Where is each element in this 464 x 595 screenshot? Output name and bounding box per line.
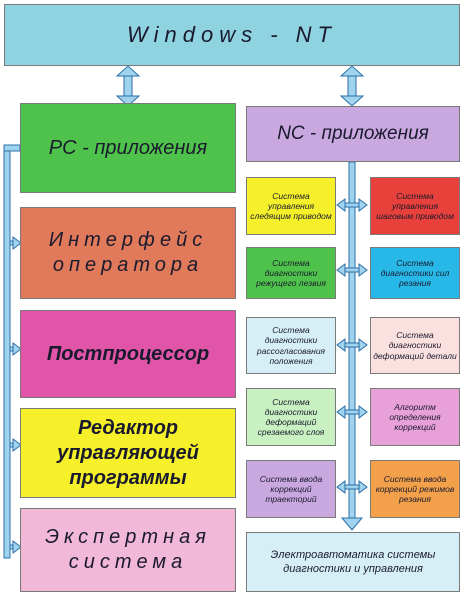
pc-apps-label: PC - приложения xyxy=(48,136,208,159)
program-editor-label: Редактор управляющей программы xyxy=(57,416,199,489)
program-editor-box: Редактор управляющей программы xyxy=(20,408,236,498)
operator-interface-label: Интерфейс оператора xyxy=(48,229,208,276)
nc-right-box-1: Система управления шаговым приводом xyxy=(370,177,460,235)
arrow-windows-nc xyxy=(339,65,365,107)
nc-left-label-3: Система диагностики рассогласования поло… xyxy=(256,325,326,366)
nc-right-box-2: Система диагностики сил резания xyxy=(370,247,460,299)
nc-left-label-4: Система диагностики деформаций срезаемог… xyxy=(257,396,325,438)
nc-right-box-3: Система диагностики деформаций детали xyxy=(370,317,460,374)
nc-right-label-2: Система диагностики сил резания xyxy=(380,257,450,289)
nc-right-label-3: Система диагностики деформаций детали xyxy=(373,330,457,361)
windows-nt-box: Windows - NT xyxy=(4,4,460,66)
left-bus-arrows xyxy=(9,236,22,554)
expert-system-box: Экспертная система xyxy=(20,508,236,592)
nc-bus xyxy=(340,161,364,531)
nc-left-label-5: Система ввода коррекций траекторий xyxy=(259,473,323,505)
nc-left-box-2: Система диагностики режущего лезвия xyxy=(246,247,336,299)
nc-left-box-4: Система диагностики деформаций срезаемог… xyxy=(246,388,336,446)
nc-bus-arrows xyxy=(336,198,368,494)
postprocessor-label: Постпроцессор xyxy=(46,342,210,365)
nc-left-label-2: Система диагностики режущего лезвия xyxy=(256,257,326,289)
nc-left-box-5: Система ввода коррекций траекторий xyxy=(246,460,336,518)
pc-apps-box: PC - приложения xyxy=(20,103,236,193)
nc-apps-box: NC - приложения xyxy=(246,106,460,162)
arrow-windows-pc xyxy=(115,65,141,107)
windows-nt-title: Windows - NT xyxy=(127,22,337,48)
nc-right-label-4: Алгоритм определения коррекций xyxy=(389,401,441,433)
nc-right-box-4: Алгоритм определения коррекций xyxy=(370,388,460,446)
nc-left-box-1: Система управления следящим приводом xyxy=(246,177,336,235)
nc-right-label-5: Система ввода коррекций режимов резания xyxy=(375,473,455,505)
nc-left-label-1: Система управления следящим приводом xyxy=(250,190,332,222)
nc-left-box-3: Система диагностики рассогласования поло… xyxy=(246,317,336,374)
postprocessor-box: Постпроцессор xyxy=(20,310,236,398)
nc-right-label-1: Система управления шаговым приводом xyxy=(376,190,454,222)
nc-right-box-5: Система ввода коррекций режимов резания xyxy=(370,460,460,518)
expert-system-label: Экспертная система xyxy=(45,526,211,573)
operator-interface-box: Интерфейс оператора xyxy=(20,207,236,299)
nc-apps-label: NC - приложения xyxy=(277,123,429,145)
electroautomatics-box: Электроавтоматика системы диагностики и … xyxy=(246,532,460,592)
electroautomatics-label: Электроавтоматика системы диагностики и … xyxy=(270,548,436,575)
